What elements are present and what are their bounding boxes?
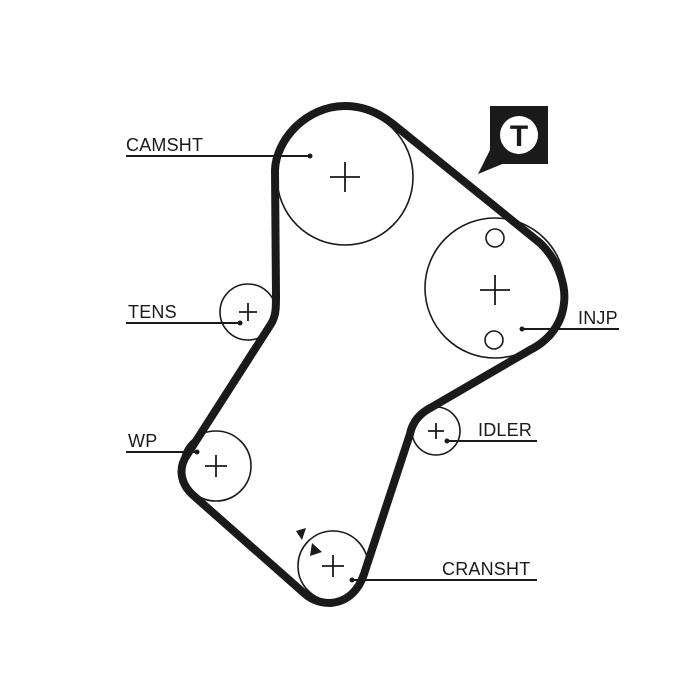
idler-pulley xyxy=(411,406,461,456)
label-tens: TENS xyxy=(128,302,177,322)
tens-leader xyxy=(126,320,243,326)
badge-letter: T xyxy=(510,120,528,153)
crankshaft-pulley xyxy=(297,530,369,602)
tensioner-badge: T xyxy=(478,106,548,174)
tensioner-pulley xyxy=(219,283,277,341)
idler-leader xyxy=(444,438,537,444)
timing-hole-top xyxy=(485,228,505,248)
timing-belt xyxy=(177,102,569,607)
wp-leader xyxy=(126,449,200,455)
rotation-arrow-icon xyxy=(296,528,306,540)
rotation-arrow-icon-2 xyxy=(310,543,322,556)
water-pump-pulley xyxy=(180,430,252,502)
timing-hole-bottom xyxy=(484,330,504,350)
cransht-leader xyxy=(349,577,537,583)
label-camsht: CAMSHT xyxy=(126,135,203,155)
injp-leader xyxy=(519,326,619,332)
label-idler: IDLER xyxy=(478,420,532,440)
label-injp: INJP xyxy=(578,308,618,328)
label-cransht: CRANSHT xyxy=(442,559,530,579)
camshaft-pulley xyxy=(276,108,414,246)
label-wp: WP xyxy=(128,431,157,451)
injection-pump-pulley xyxy=(424,217,566,359)
camsht-leader xyxy=(126,153,313,159)
